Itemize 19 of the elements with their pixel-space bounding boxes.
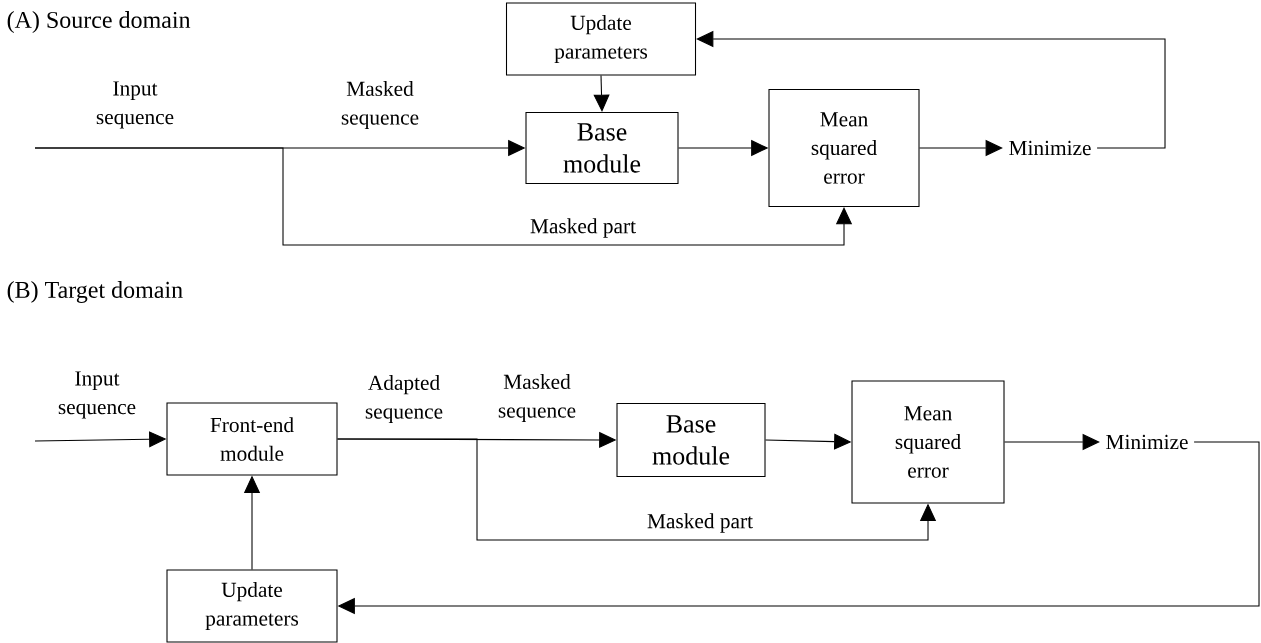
text-label: Minimize [1106, 434, 1188, 450]
edge-label: Masked sequence [328, 79, 432, 131]
process-box: Base module [616, 402, 766, 478]
flow-label: Masked sequence [498, 374, 576, 422]
process-box: Update parameters [505, 2, 697, 76]
process-box: Mean squared error [851, 380, 1005, 504]
text-label: Minimize [1009, 140, 1091, 156]
process-box: Front-end module [166, 402, 338, 476]
panel-title: (B) Target domain [7, 281, 183, 303]
flow-label: Input sequence [96, 81, 174, 129]
panel-title: (A) Source domain [7, 11, 191, 33]
edge-label: Input sequence [45, 370, 149, 420]
edge-label: Masked part [645, 512, 755, 534]
edge-label: Adapted sequence [352, 373, 456, 425]
process-box: Base module [525, 111, 679, 185]
process-box: Mean squared error [768, 88, 920, 208]
arrow [593, 75, 610, 112]
process-box: Update parameters [166, 569, 338, 643]
edge-label: Masked part [528, 217, 638, 239]
